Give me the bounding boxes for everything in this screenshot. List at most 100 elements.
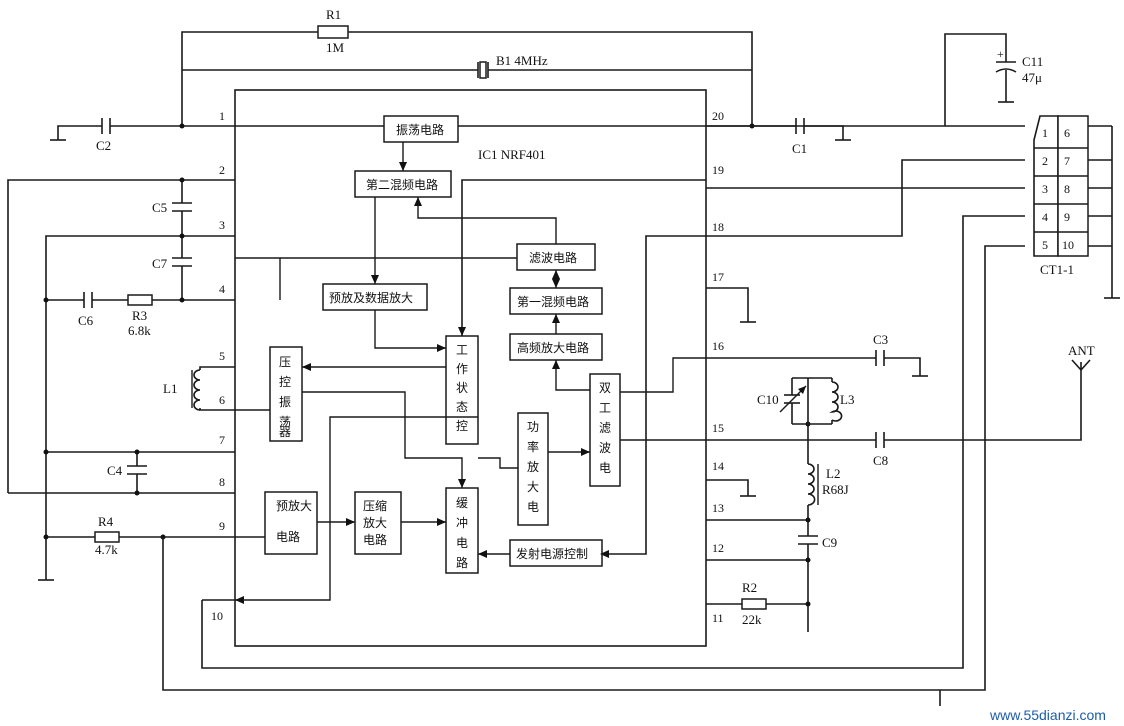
- l1-label: L1: [163, 381, 177, 396]
- l3-label: L3: [840, 392, 854, 407]
- pin-label-right: 16: [712, 339, 724, 353]
- block-duplex-char: 工: [599, 401, 611, 415]
- junction: [134, 449, 140, 455]
- arrowheads: [235, 162, 609, 604]
- block-filter-label: 滤波电路: [529, 250, 577, 265]
- block-rfamp-label: 高频放大电路: [517, 340, 589, 355]
- b1-label: B1 4MHz: [496, 53, 548, 68]
- block-duplex: [589, 373, 621, 487]
- c2-label: C2: [96, 138, 111, 153]
- connector-pin: 5: [1042, 238, 1048, 252]
- c4-network: [8, 451, 235, 494]
- r1-value: 1M: [326, 40, 345, 55]
- right-pin-wiring: [706, 287, 1082, 632]
- connector-pin: 8: [1064, 182, 1070, 196]
- block-state-char: 工: [456, 343, 468, 357]
- block-buffer-char: 缓: [456, 496, 468, 510]
- block-preamp: [264, 491, 318, 555]
- c8-label: C8: [873, 453, 888, 468]
- connector-pin: 10: [1062, 238, 1074, 252]
- pin-label-right: 19: [712, 163, 724, 177]
- block-vco-char: 压: [279, 355, 291, 369]
- connector-pin: 6: [1064, 126, 1070, 140]
- inductor-l2: [807, 463, 819, 506]
- connector-label: CT1-1: [1040, 262, 1074, 277]
- ic-outline: [234, 89, 707, 647]
- pin-label-left: 2: [219, 163, 225, 177]
- block-txpower: [509, 539, 603, 567]
- block-txpower-label: 发射电源控制: [516, 546, 588, 561]
- c10-label: C10: [757, 392, 779, 407]
- pin-label-left: 10: [211, 609, 223, 623]
- block-buffer-label: 缓 冲 电 路: [456, 496, 468, 570]
- block-state-char: 作: [456, 362, 468, 376]
- pin-label-left: 9: [219, 519, 225, 533]
- block-comp-label-3: 电路: [363, 532, 387, 547]
- junction: [134, 490, 140, 496]
- connector-ct1: [706, 115, 1120, 299]
- block-pa-char: 大: [527, 480, 539, 494]
- block-vco-char: 控: [279, 375, 291, 389]
- block-duplex-char: 滤: [599, 421, 611, 435]
- pin-label-right: 12: [712, 541, 724, 555]
- connector-pin: 2: [1042, 154, 1048, 168]
- left-network: [7, 179, 235, 581]
- pin-label-left: 1: [219, 109, 225, 123]
- pin-label-left: 5: [219, 349, 225, 363]
- connector-pin: 1: [1042, 126, 1048, 140]
- watermark: www.55dianzi.com: [989, 707, 1106, 723]
- pin-label-right: 11: [712, 611, 724, 625]
- block-pa-char: 率: [527, 439, 539, 454]
- block-osc-label: 振荡电路: [396, 122, 444, 137]
- pin-label-right: 17: [712, 270, 724, 284]
- junction: [179, 233, 185, 239]
- block-pa-char: 电: [527, 500, 539, 514]
- c11-label: C11: [1022, 54, 1043, 69]
- pin1-wire: [57, 125, 235, 140]
- junction: [805, 517, 811, 523]
- block-mix2-label: 第二混频电路: [366, 177, 438, 192]
- block-buffer-char: 冲: [456, 515, 468, 530]
- svg-text:+: +: [997, 47, 1004, 61]
- block-comp-label-2: 放大: [363, 515, 387, 530]
- pin-label-left: 6: [219, 393, 225, 407]
- block-mix1-label: 第一混频电路: [517, 294, 589, 309]
- block-duplex-char: 电: [599, 461, 611, 475]
- block-preamp-data: [322, 283, 428, 311]
- ic-label: IC1 NRF401: [478, 147, 546, 162]
- block-filter: [516, 243, 596, 271]
- crystal-b1: [477, 61, 489, 79]
- ant-label: ANT: [1068, 343, 1095, 358]
- block-duplex-char: 波: [599, 441, 611, 455]
- connector-pin: 7: [1064, 154, 1070, 168]
- block-state: [445, 335, 479, 445]
- block-pa-char: 功: [527, 420, 539, 434]
- r2-label: R2: [742, 580, 757, 595]
- block-state-char: 控: [456, 419, 468, 433]
- block-pa: [517, 412, 549, 526]
- block-mix1: [509, 287, 603, 315]
- block-state-label: 工 作 状 态 控: [456, 343, 468, 433]
- block-osc: [383, 115, 459, 143]
- r1-b1-wiring: [181, 31, 753, 126]
- block-vco-char: 器: [279, 425, 291, 439]
- block-comp-label-1: 压缩: [363, 498, 387, 513]
- block-state-char: 态: [456, 400, 468, 414]
- block-vco-char: 荡: [279, 415, 291, 429]
- r4-value: 4.7k: [95, 542, 118, 557]
- c9-label: C9: [822, 535, 837, 550]
- block-vco-char: 振: [279, 395, 291, 409]
- r1-label: R1: [326, 7, 341, 22]
- junction: [43, 534, 49, 540]
- connector-pin: 4: [1042, 210, 1048, 224]
- block-comp: [354, 491, 402, 555]
- inductor-l1: [193, 369, 201, 411]
- block-preamp-label-1: 预放大: [276, 498, 312, 513]
- l1-wire: [199, 366, 235, 411]
- l2-label: L2: [826, 466, 840, 481]
- junction: [805, 557, 811, 563]
- junction: [43, 297, 49, 303]
- c11-network: +: [944, 33, 1017, 126]
